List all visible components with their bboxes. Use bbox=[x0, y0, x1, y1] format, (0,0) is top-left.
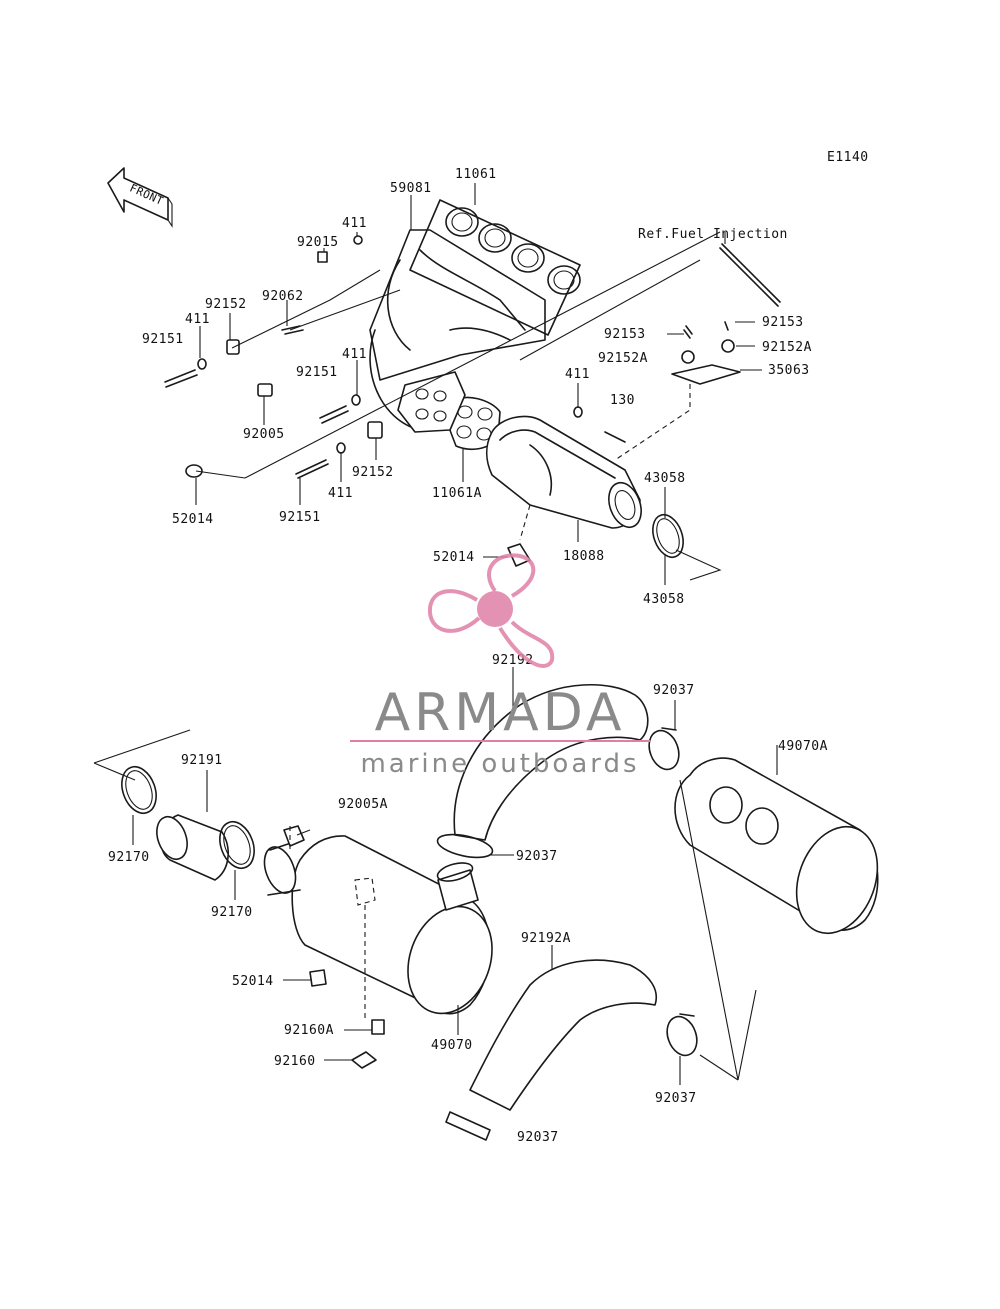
hose-92191 bbox=[156, 814, 229, 881]
front-arrow-icon: FRONT bbox=[107, 167, 173, 228]
part-label: 92005 bbox=[243, 427, 285, 442]
upper-leader-lines bbox=[195, 183, 762, 585]
part-label: 130 bbox=[610, 393, 635, 408]
hose-92192a bbox=[469, 959, 657, 1111]
reference-label: Ref.Fuel Injection bbox=[638, 227, 788, 242]
part-label: 92170 bbox=[108, 850, 150, 865]
part-label: 92037 bbox=[516, 849, 558, 864]
part-label: 411 bbox=[565, 367, 590, 382]
clamp-92037-mid bbox=[436, 833, 494, 859]
part-label: 411 bbox=[342, 216, 367, 231]
part-label: 92170 bbox=[211, 905, 253, 920]
part-label: 92153 bbox=[762, 315, 804, 330]
part-label: 92152A bbox=[598, 351, 648, 366]
part-label: 92152 bbox=[205, 297, 247, 312]
part-label: 92192A bbox=[521, 931, 571, 946]
diagram-code: E1140 bbox=[827, 150, 869, 165]
part-label: 52014 bbox=[172, 512, 214, 527]
part-label: 49070 bbox=[431, 1038, 473, 1053]
part-label: 52014 bbox=[232, 974, 274, 989]
clamp-92037-bottom bbox=[445, 1111, 491, 1141]
part-label: 92015 bbox=[297, 235, 339, 250]
part-label: 92005A bbox=[338, 797, 388, 812]
part-labels: E1140 Ref.Fuel Injection 11061 59081 411… bbox=[108, 150, 869, 1145]
part-label: 49070A bbox=[778, 739, 828, 754]
part-label: 411 bbox=[342, 347, 367, 362]
watermark-brand: ARMADA bbox=[375, 683, 626, 743]
part-label: 11061A bbox=[432, 486, 482, 501]
part-label: 35063 bbox=[768, 363, 810, 378]
part-label: 92160 bbox=[274, 1054, 316, 1069]
part-label: 92151 bbox=[279, 510, 321, 525]
part-label: 92152A bbox=[762, 340, 812, 355]
part-label: 92062 bbox=[262, 289, 304, 304]
clamp-92037-top bbox=[648, 727, 680, 771]
armada-logo-icon bbox=[427, 553, 555, 668]
lower-leader-lines bbox=[93, 667, 778, 1085]
exhaust-pipe-18088 bbox=[485, 415, 684, 559]
part-label: 92151 bbox=[142, 332, 184, 347]
part-label: 92151 bbox=[296, 365, 338, 380]
part-label: 18088 bbox=[563, 549, 605, 564]
muffler-49070a bbox=[674, 757, 879, 935]
muffler-49070 bbox=[263, 835, 493, 1015]
part-label: 92037 bbox=[517, 1130, 559, 1145]
part-label: 411 bbox=[328, 486, 353, 501]
part-label: 11061 bbox=[455, 167, 497, 182]
lower-fasteners bbox=[283, 825, 385, 1069]
clamp-92037-right bbox=[666, 1013, 698, 1057]
part-label: 92037 bbox=[653, 683, 695, 698]
part-label: 52014 bbox=[433, 550, 475, 565]
clamp-92170-a bbox=[121, 765, 157, 815]
part-label: 92152 bbox=[352, 465, 394, 480]
part-label: 92153 bbox=[604, 327, 646, 342]
part-label: 43058 bbox=[644, 471, 686, 486]
clamp-92170-b bbox=[219, 820, 255, 870]
part-label: 92160A bbox=[284, 1023, 334, 1038]
part-label: 59081 bbox=[390, 181, 432, 196]
manifold-flange bbox=[397, 371, 466, 433]
part-label: 43058 bbox=[643, 592, 685, 607]
part-label: 92037 bbox=[655, 1091, 697, 1106]
part-label: 92191 bbox=[181, 753, 223, 768]
part-label: 411 bbox=[185, 312, 210, 327]
watermark-tagline: marine outboards bbox=[360, 749, 639, 779]
hose-92192 bbox=[453, 683, 649, 841]
